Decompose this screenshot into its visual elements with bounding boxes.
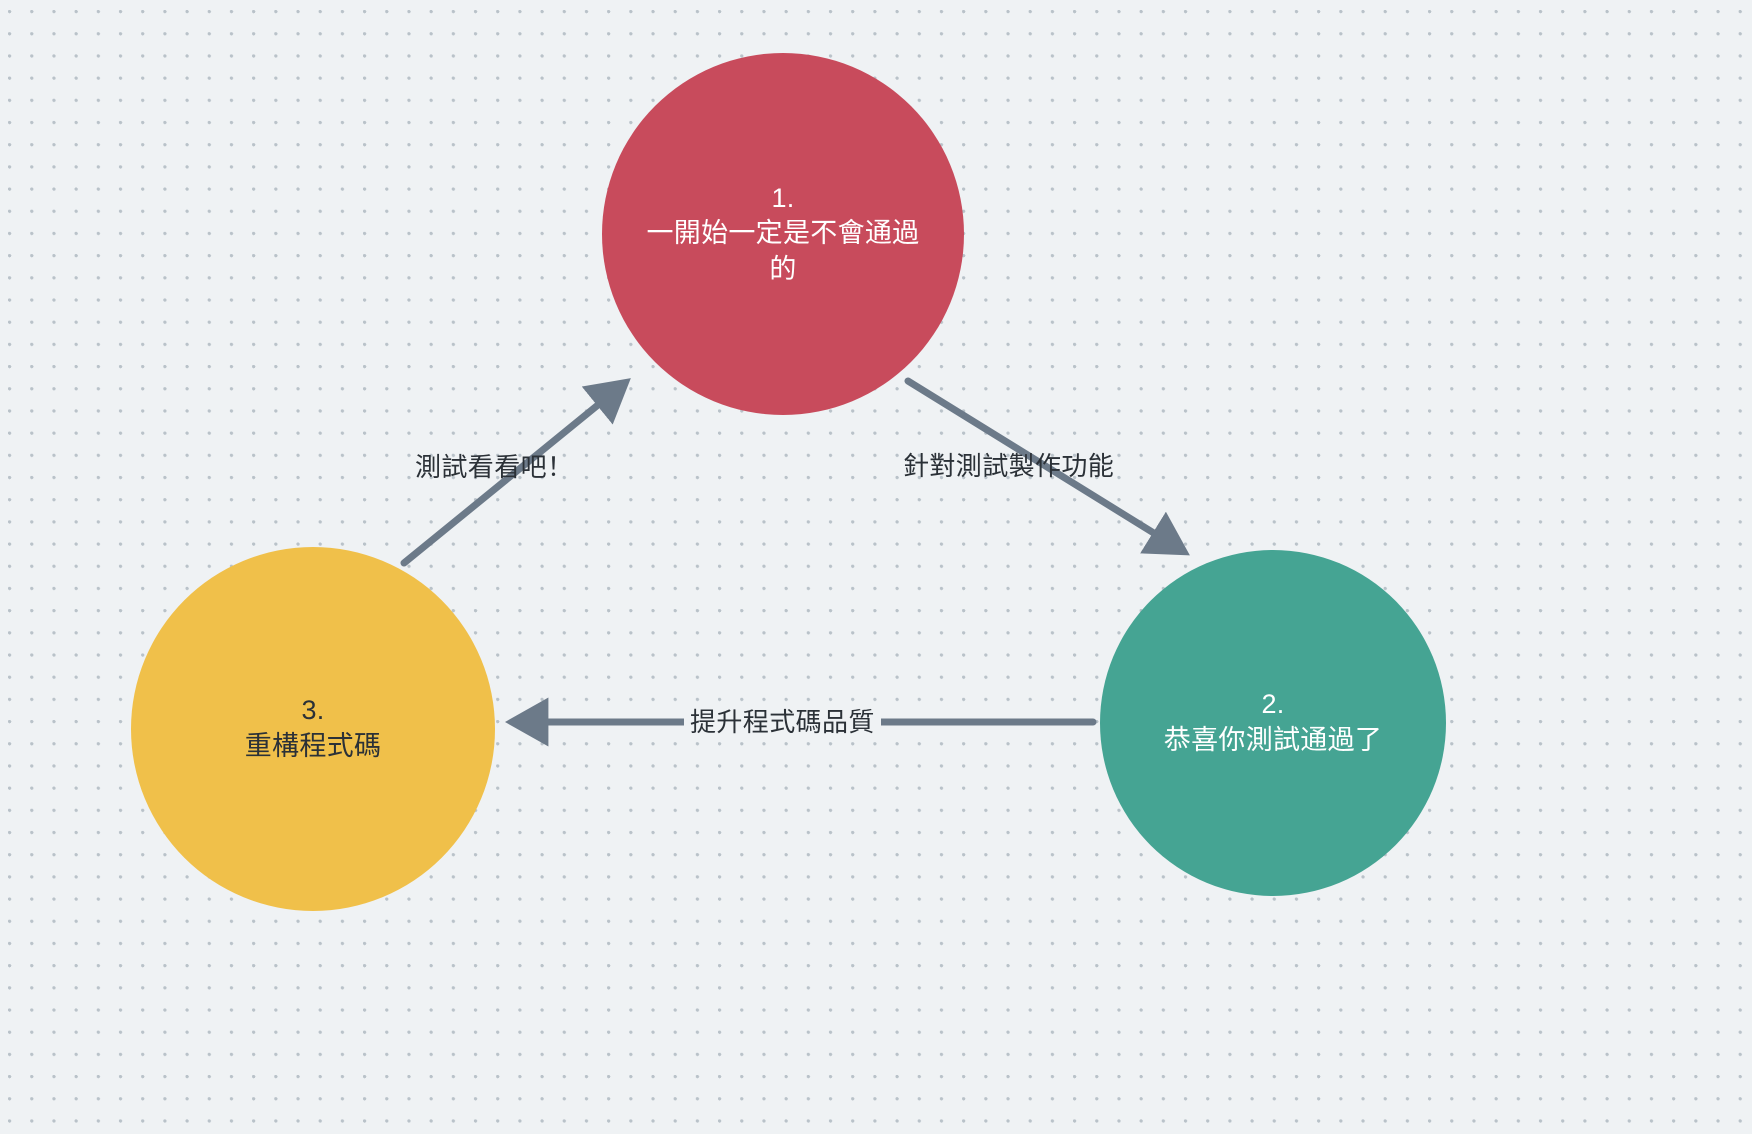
node-refactor[interactable]: 3. 重構程式碼: [131, 547, 495, 911]
node-pass[interactable]: 2. 恭喜你測試通過了: [1100, 550, 1446, 896]
node-start[interactable]: 1. 一開始一定是不會通過的: [602, 53, 964, 415]
node-start-label: 一開始一定是不會通過的: [646, 218, 920, 284]
node-refactor-label: 重構程式碼: [244, 731, 382, 761]
node-pass-index: 2.: [1261, 689, 1285, 720]
edge-label-pass-to-refactor: 提升程式碼品質: [684, 702, 881, 739]
edge-label-refactor-to-start: 測試看看吧！: [415, 452, 574, 482]
node-pass-label: 恭喜你測試通過了: [1163, 725, 1383, 755]
node-start-index: 1.: [771, 182, 795, 213]
edge-label-start-to-pass: 針對測試製作功能: [903, 451, 1115, 481]
node-refactor-index: 3.: [301, 695, 325, 726]
